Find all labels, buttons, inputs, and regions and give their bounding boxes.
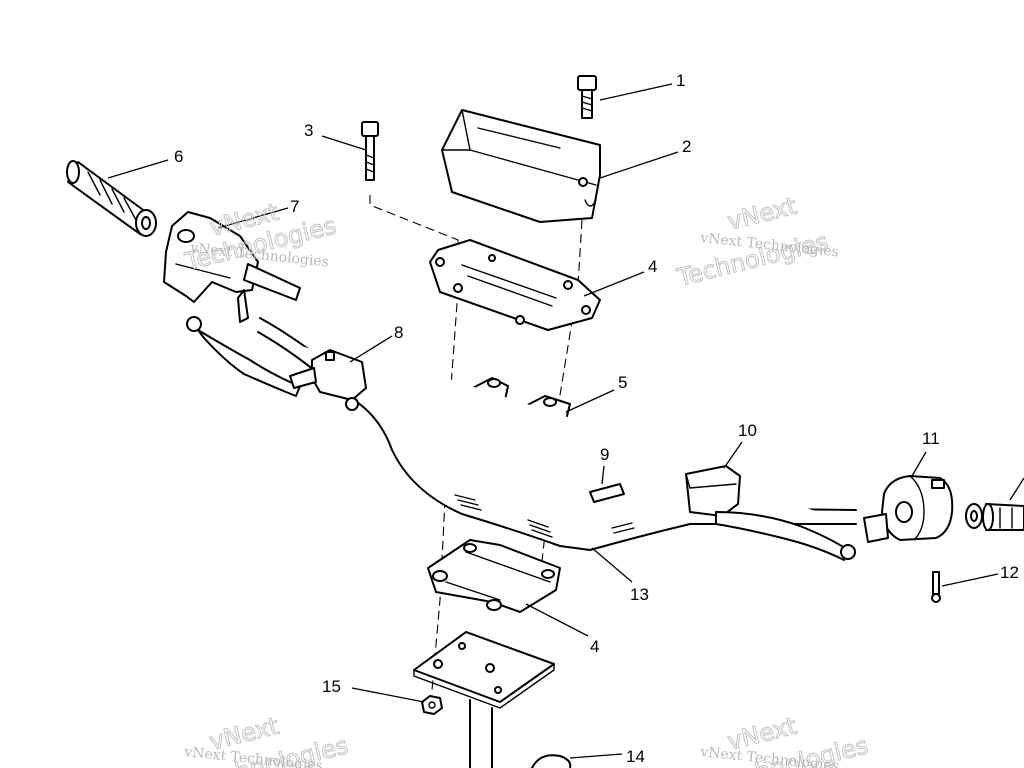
callout-7: 7 xyxy=(290,197,299,216)
handlebar-part-13 xyxy=(257,317,857,551)
right-grip xyxy=(965,503,1024,531)
leader-line-8 xyxy=(349,335,393,363)
callout-4-upper: 4 xyxy=(648,257,657,276)
brake-lever-part-8 xyxy=(186,316,367,411)
pin-part-9 xyxy=(589,483,625,503)
leader-line-4-lower xyxy=(525,603,589,637)
throttle-housing-part-7 xyxy=(163,211,301,323)
watermark-lower-right: vNext Technologies vNext Technologies xyxy=(699,711,872,768)
leader-line-9 xyxy=(601,465,605,485)
clamp-block-part-4-lower xyxy=(427,539,561,613)
leader-line-offpage xyxy=(1009,477,1024,501)
nut-part-15 xyxy=(421,695,443,715)
steering-post-part-14 xyxy=(531,754,572,768)
bolt-part-3 xyxy=(361,121,379,181)
leader-line-10 xyxy=(723,441,743,469)
bolt-part-1 xyxy=(577,75,597,119)
callout-14: 14 xyxy=(626,747,645,766)
leader-line-1 xyxy=(599,83,673,101)
leader-line-15 xyxy=(351,687,425,703)
leader-line-5 xyxy=(565,389,615,413)
handlebar-pad-part-2 xyxy=(441,109,601,223)
leader-line-3 xyxy=(321,135,367,151)
callout-13: 13 xyxy=(630,585,649,604)
steering-mount-plate xyxy=(413,631,555,768)
callout-8: 8 xyxy=(394,323,403,342)
callout-3: 3 xyxy=(304,121,313,140)
leader-line-6 xyxy=(107,159,169,179)
callout-15: 15 xyxy=(322,677,341,696)
leader-line-12 xyxy=(941,573,999,587)
svg-text:vNext: vNext xyxy=(725,192,800,236)
leader-line-2 xyxy=(599,151,679,179)
callout-4-lower: 4 xyxy=(590,637,599,656)
leader-line-11 xyxy=(911,451,927,477)
callout-9: 9 xyxy=(600,445,609,464)
leader-line-4-upper xyxy=(583,271,645,297)
watermark-lower-left: vNext Technologies vNext Technologies xyxy=(183,711,352,768)
leader-line-7 xyxy=(217,207,289,229)
switch-housing-part-11 xyxy=(863,475,954,543)
callout-12: 12 xyxy=(1000,563,1019,582)
clamp-plate-part-4-upper xyxy=(429,239,601,331)
grip-part-6 xyxy=(66,160,157,237)
leader-line-14 xyxy=(569,753,623,759)
callout-11: 11 xyxy=(922,429,940,448)
callout-10: 10 xyxy=(738,421,757,440)
leader-line-13 xyxy=(591,547,633,583)
watermark-upper-right: vNext Technologies vNext Technologies xyxy=(673,191,839,292)
callout-5: 5 xyxy=(618,373,627,392)
screw-part-12 xyxy=(931,571,941,603)
callout-2: 2 xyxy=(682,137,691,156)
callout-1: 1 xyxy=(676,71,685,90)
callout-6: 6 xyxy=(174,147,183,166)
